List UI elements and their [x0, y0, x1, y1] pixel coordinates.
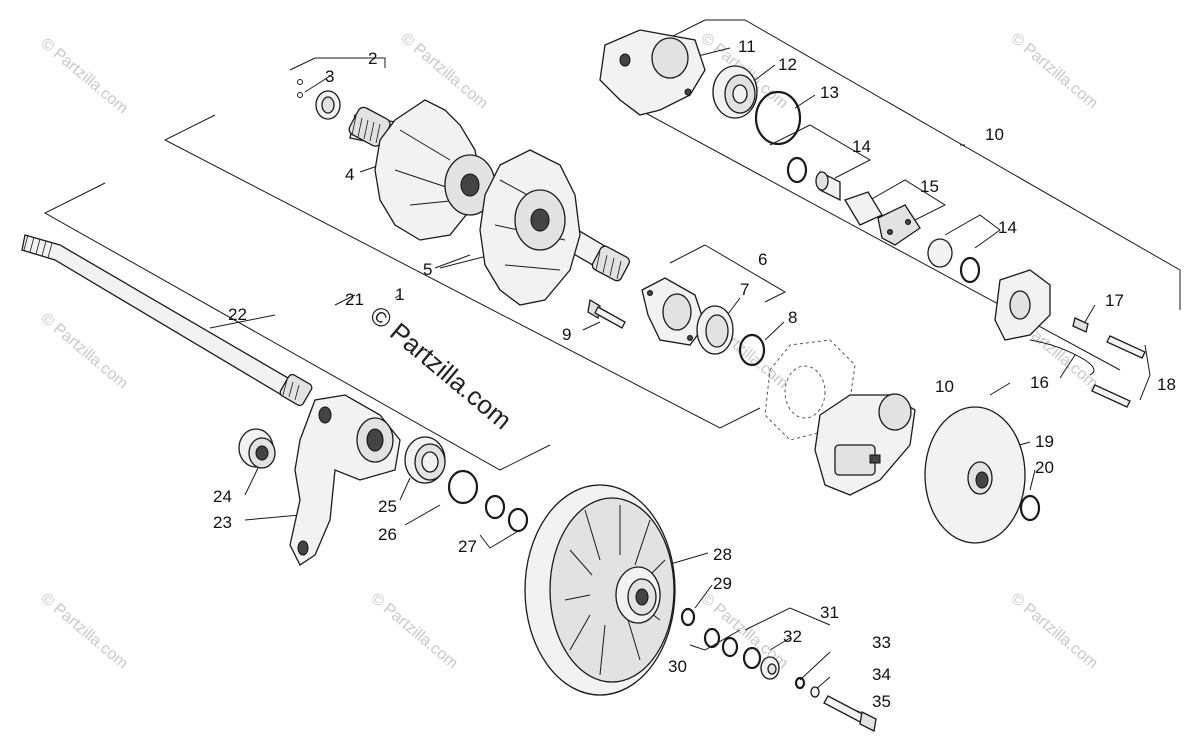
callout-30: 30	[668, 657, 687, 676]
rings-26-27	[447, 469, 529, 533]
callout-29: 29	[713, 574, 732, 593]
callout-10-upper: 10	[985, 125, 1004, 144]
part-9-bolt	[587, 298, 626, 329]
callout-5: 5	[423, 260, 432, 279]
callout-13: 13	[820, 83, 839, 102]
callout-28: 28	[713, 545, 732, 564]
bracket-31	[744, 607, 831, 631]
callout-3: 3	[325, 67, 334, 86]
watermark-text: © Partzilla.com	[37, 310, 131, 392]
callout-16: 16	[1030, 373, 1049, 392]
callout-6: 6	[758, 250, 767, 269]
bracket-lines	[43, 19, 1181, 651]
callout-11: 11	[738, 37, 756, 56]
callout-14-upper: 14	[852, 137, 871, 156]
callout-1: 1	[395, 285, 404, 304]
callout-18: 18	[1157, 375, 1176, 394]
bracket-2	[289, 57, 386, 71]
parts-7-8-seal-ring	[696, 305, 766, 367]
part-15-brake-pads	[844, 191, 921, 246]
callout-20: 20	[1035, 458, 1054, 477]
part-19-brake-disc	[924, 406, 1041, 544]
dashed-bracket	[764, 339, 856, 441]
callout-15: 15	[920, 177, 939, 196]
watermark-text: © Partzilla.com	[1007, 30, 1101, 112]
callout-14-lower: 14	[998, 218, 1017, 237]
watermark-center-text: © Partzilla.com	[364, 300, 517, 436]
part-24-coupler	[238, 428, 276, 469]
drive-axle	[348, 99, 631, 306]
callout-2: 2	[368, 49, 377, 68]
callout-26: 26	[378, 525, 397, 544]
part-28-driven-clutch	[524, 484, 676, 696]
bracket-6	[669, 244, 787, 303]
callout-35: 35	[872, 692, 891, 711]
callout-12: 12	[778, 55, 797, 74]
bracket-27	[479, 529, 521, 549]
callout-22: 22	[228, 305, 247, 324]
callout-4: 4	[345, 165, 354, 184]
bracket-18	[1139, 344, 1151, 401]
jackshaft	[21, 234, 313, 407]
callout-34: 34	[872, 665, 891, 684]
callout-32: 32	[783, 627, 802, 646]
bracket-21	[43, 182, 551, 471]
callout-10-lower: 10	[935, 377, 954, 396]
callout-9: 9	[562, 325, 571, 344]
callout-23: 23	[213, 513, 232, 532]
callout-labels: 1 2 3 4 5 6 7 8 9 10 10 11 12 13 14 14 1…	[213, 37, 1176, 711]
bracket-14-upper	[769, 124, 872, 179]
callout-31: 31	[820, 603, 839, 622]
part-3-bearing	[297, 79, 341, 120]
callout-25: 25	[378, 497, 397, 516]
watermark-text: © Partzilla.com	[397, 30, 491, 112]
callout-7: 7	[740, 280, 749, 299]
bracket-15	[869, 179, 947, 226]
part-25-bearing	[404, 436, 446, 484]
watermark-text: © Partzilla.com	[37, 35, 131, 117]
bracket-1	[163, 114, 761, 429]
callout-24: 24	[213, 487, 232, 506]
watermark-text: © Partzilla.com	[367, 590, 461, 672]
callout-33: 33	[872, 633, 891, 652]
callout-19: 19	[1035, 432, 1054, 451]
watermark-text: © Partzilla.com	[37, 590, 131, 672]
part-10-caliper-lower	[814, 393, 916, 496]
watermark-text: © Partzilla.com	[1007, 590, 1101, 672]
part-14-bushing-lower	[927, 238, 981, 284]
bracket-30	[689, 629, 741, 651]
part-6-brake-plate	[641, 277, 706, 346]
hardware-29-35	[680, 607, 877, 732]
caliper-right-hardware	[994, 269, 1146, 408]
leader-lines	[209, 47, 1096, 713]
callout-27: 27	[458, 537, 477, 556]
callout-17: 17	[1105, 291, 1124, 310]
callout-8: 8	[788, 308, 797, 327]
callout-21: 21	[345, 290, 364, 309]
bracket-14-lower	[944, 214, 1001, 249]
parts-12-13-bearing-ring	[712, 65, 802, 146]
part-23-bracket-arm	[289, 394, 401, 566]
part-14-bushing-upper	[786, 156, 841, 202]
part-10-caliper-upper	[599, 29, 706, 116]
